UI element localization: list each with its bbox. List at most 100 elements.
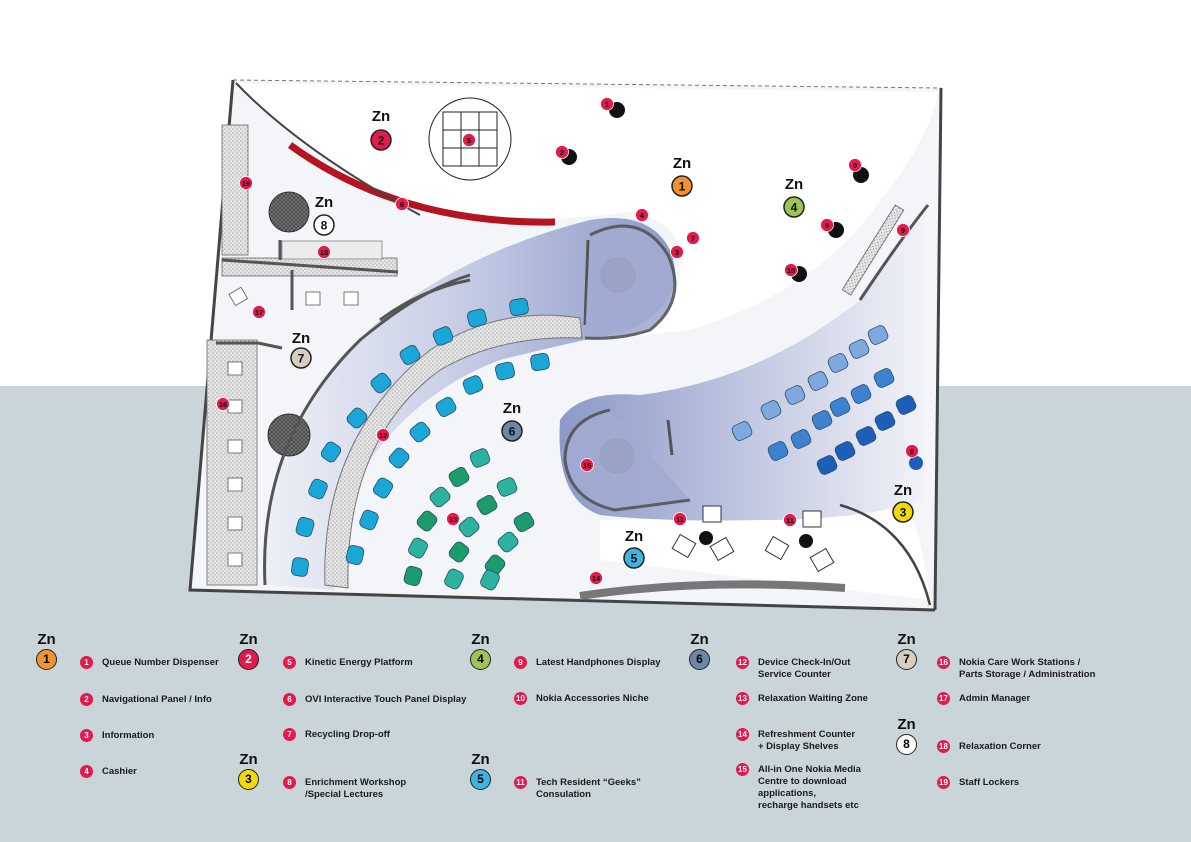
legend-marker: 9 [514,656,527,669]
plan-marker-number: 14 [592,574,601,583]
plan-marker-number: 13 [449,515,457,524]
legend-zone-8: Zn 8 [896,717,917,755]
seat [855,426,877,446]
seat [480,569,500,591]
plan-marker-9: 9 [820,218,834,232]
plan-zone-badge [370,129,392,151]
plan-zone-prefix: Zn [894,482,912,499]
plan-marker-6: 6 [395,197,409,211]
legend-label: Nokia Accessories Niche [536,693,649,704]
plan-zone-badge [623,547,645,569]
seat [873,368,895,388]
plan-marker-dot [784,263,798,277]
plan-marker-dot [216,397,230,411]
plan-marker-13: 13 [446,512,460,526]
plan-marker-number: 19 [242,179,250,188]
plan-marker-1: 1 [600,97,614,111]
zone-1-badge: 1 [36,649,57,670]
zone-2-badge: 2 [238,649,259,670]
plan-zone-number: 4 [791,201,798,215]
legend-label: OVI Interactive Touch Panel Display [305,694,467,705]
plan-marker-number: 11 [676,515,684,524]
plan-marker-number: 7 [691,234,695,243]
plan-marker-number: 4 [640,211,645,220]
plan-marker-dot [239,176,253,190]
plan-marker-16: 16 [216,397,230,411]
plan-zone-3: Zn3 [892,482,914,523]
legend-marker: 10 [514,692,527,705]
seat [790,429,812,449]
legend-item-4: 4 Cashier [80,765,137,778]
plan-zone-number: 2 [378,134,385,148]
plan-marker-dot [783,513,797,527]
legend-item-9: 9 Latest Handphones Display [514,656,661,669]
plan-marker-number: 18 [320,248,328,257]
legend-item-17: 17 Admin Manager [937,692,1030,705]
seat [409,421,431,443]
kiosk-arc-right [858,204,930,301]
legend-item-16: 16 Nokia Care Work Stations / Parts Stor… [937,656,1095,681]
plan-zone-prefix: Zn [315,194,333,211]
legend-marker: 1 [80,656,93,669]
seat [458,516,480,538]
desk-chairs [227,286,359,567]
plan-marker-11: 11 [783,513,797,527]
legend-label: Queue Number Dispenser [102,657,219,668]
plan-marker-dot [317,245,331,259]
plan-zone-8: Zn8 [313,194,335,236]
plan-marker-number: 15 [583,461,591,470]
seat [850,384,872,404]
accessories-niche [841,204,905,296]
seat [399,345,421,365]
outline-dashed-top [232,79,942,89]
seat [388,447,410,469]
plan-zone-prefix: Zn [673,155,691,172]
legend-item-1: 1 Queue Number Dispenser [80,656,219,669]
plan-marker-number: 8 [910,447,914,456]
legend-marker: 5 [283,656,296,669]
kiosk-pod-top [584,224,677,340]
plan-marker-number: 5 [467,136,471,145]
seat [834,441,856,461]
plan-marker-9: 9 [848,158,862,172]
legend-marker: 2 [80,693,93,706]
zone-bottom-right-floor [600,489,930,600]
plan-marker-9: 9 [896,223,910,237]
consult-chair [709,536,735,562]
legend-item-5: 5 Kinetic Energy Platform [283,656,413,669]
plan-marker-dot [376,428,390,442]
legend-item-12: 12 Device Check-In/Out Service Counter [736,656,850,681]
curved-band [264,218,675,590]
legend-item-18: 18 Relaxation Corner [937,740,1041,753]
plan-marker-dot [848,158,862,172]
service-strip [206,339,258,586]
legend-item-15: 15 All-in One Nokia Media Centre to down… [736,763,861,812]
seat [530,352,550,372]
legend-label: Relaxation Waiting Zone [758,693,868,704]
consult-chair [702,505,722,523]
seat [848,339,870,359]
seat [308,478,328,500]
legend-label: Navigational Panel / Info [102,694,212,705]
legend-item-6: 6 OVI Interactive Touch Panel Display [283,693,466,706]
plan-zone-prefix: Zn [625,528,643,545]
legend-item-19: 19 Staff Lockers [937,776,1019,789]
plan-zone-number: 1 [679,180,686,194]
seat [295,516,315,538]
legend-marker: 15 [736,763,749,776]
zone-top-floor [236,83,938,340]
kiosk-pod-bottom [563,408,691,512]
seat [513,512,535,532]
legend-marker: 8 [283,776,296,789]
relax-counter [281,240,383,260]
seat [496,477,518,497]
seat [811,410,833,430]
legend-label: All-in One Nokia Media Centre to downloa… [758,764,861,811]
plan-zone-4: Zn4 [783,176,805,218]
plan-marker-number: 9 [901,226,905,235]
legend-zone-1: Zn 1 [36,632,57,670]
legend-marker: 19 [937,776,950,789]
legend-item-10: 10 Nokia Accessories Niche [514,692,649,705]
